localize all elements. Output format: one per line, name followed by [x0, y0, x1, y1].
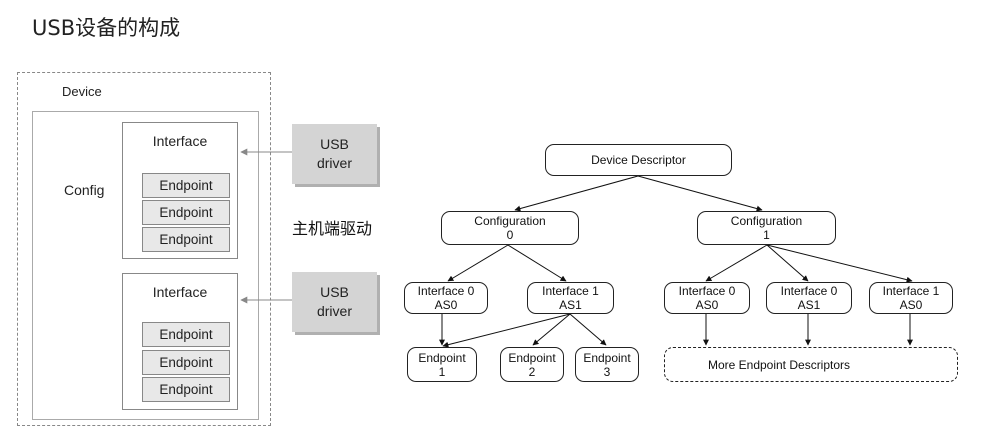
endpoint-node-number: 3 [603, 364, 611, 379]
interface-node: Interface 1 AS1 [527, 282, 614, 314]
usb-driver-box-1: USB driver [292, 124, 377, 184]
interface-label: Interface [152, 284, 208, 300]
interface-node-label: Interface 0 [780, 284, 838, 298]
tree-edge [766, 244, 809, 282]
interface-node-setting: AS0 [434, 298, 458, 312]
tree-edge [569, 313, 607, 346]
configuration-number: 1 [763, 228, 770, 242]
device-label: Device [62, 84, 102, 99]
usb-driver-line1: USB [320, 284, 349, 300]
interface-node: Interface 0 AS1 [766, 282, 852, 314]
configuration-node-0: Configuration 0 [441, 211, 579, 245]
device-boundary [17, 72, 271, 426]
endpoint-node: Endpoint 3 [575, 347, 639, 382]
device-descriptor-label: Device Descriptor [591, 153, 686, 167]
interface-node: Interface 1 AS0 [869, 282, 953, 314]
usb-driver-line2: driver [316, 303, 352, 319]
interface-node-setting: AS1 [559, 298, 582, 312]
configuration-label: Configuration [474, 214, 546, 228]
interface-node-label: Interface 0 [678, 284, 736, 298]
tree-edge [514, 175, 639, 212]
endpoint-node: Endpoint 2 [500, 347, 564, 382]
tree-edge [507, 244, 567, 282]
tree-edge [705, 244, 768, 282]
endpoint-box: Endpoint [142, 377, 230, 402]
tree-edge [442, 313, 571, 348]
endpoint-box: Endpoint [142, 322, 230, 347]
endpoint-node-label: Endpoint [508, 350, 556, 365]
configuration-node-1: Configuration 1 [697, 211, 836, 245]
usb-driver-line1: USB [320, 136, 349, 152]
interface-node: Interface 0 AS0 [664, 282, 750, 314]
more-endpoint-descriptors-label: More Endpoint Descriptors [707, 357, 851, 372]
tree-edge [532, 313, 571, 346]
interface-node-label: Interface 0 [417, 284, 475, 298]
page-title: USB设备的构成 [32, 16, 181, 40]
endpoint-box: Endpoint [142, 350, 230, 375]
usb-driver-line2: driver [316, 155, 352, 171]
interface-box-1: Interface Endpoint Endpoint Endpoint [122, 122, 238, 259]
interface-label: Interface [152, 133, 208, 149]
more-endpoint-descriptors-node: More Endpoint Descriptors [664, 347, 958, 382]
tree-edge [637, 175, 763, 212]
endpoint-node-number: 2 [528, 364, 536, 379]
interface-box-2: Interface Endpoint Endpoint Endpoint [122, 273, 238, 410]
config-label: Config [64, 182, 105, 198]
tree-edge [447, 244, 509, 282]
interface-node-setting: AS1 [797, 298, 821, 312]
device-descriptor-node: Device Descriptor [545, 144, 732, 176]
endpoint-node-label: Endpoint [418, 350, 466, 365]
tree-edge [766, 244, 913, 283]
endpoint-box: Endpoint [142, 173, 230, 198]
usb-driver-box-2: USB driver [292, 272, 377, 332]
endpoint-node-label: Endpoint [583, 350, 631, 365]
endpoint-node: Endpoint 1 [407, 347, 477, 382]
endpoint-node-number: 1 [438, 364, 446, 379]
configuration-label: Configuration [730, 214, 803, 228]
endpoint-box: Endpoint [142, 227, 230, 252]
interface-node-setting: AS0 [899, 298, 923, 312]
interface-node-label: Interface 1 [882, 284, 940, 298]
configuration-number: 0 [506, 228, 514, 242]
interface-node-setting: AS0 [695, 298, 719, 312]
interface-node: Interface 0 AS0 [404, 282, 488, 314]
endpoint-box: Endpoint [142, 200, 230, 225]
host-driver-label: 主机端驱动 [292, 219, 373, 238]
interface-node-label: Interface 1 [542, 284, 599, 298]
